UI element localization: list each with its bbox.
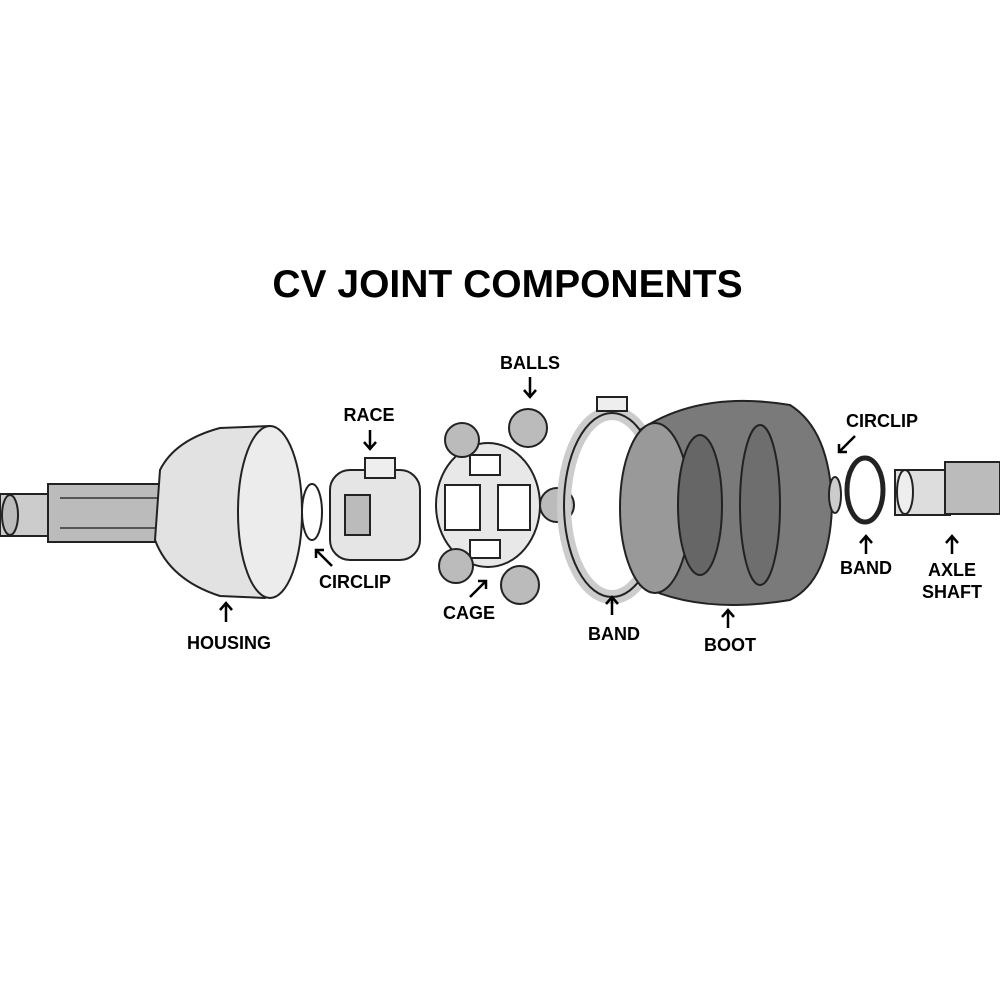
label-axle-shaft: AXLE SHAFT	[922, 559, 982, 603]
boot	[619, 399, 834, 606]
label-circlip-outer: CIRCLIP	[846, 411, 918, 431]
arrow-boot	[721, 608, 735, 628]
balls	[438, 408, 575, 605]
arrow-circlip-inner	[314, 548, 333, 567]
label-axle-shaft-line2: SHAFT	[922, 582, 982, 602]
arrow-axle-shaft	[945, 534, 959, 554]
page-title: CV JOINT COMPONENTS	[272, 263, 743, 306]
arrow-race	[363, 430, 377, 451]
label-axle-shaft-line1: AXLE	[927, 560, 976, 580]
label-boot: BOOT	[704, 635, 756, 655]
arrow-band-small	[859, 534, 873, 554]
label-balls: BALLS	[500, 353, 560, 373]
label-band-small: BAND	[840, 558, 892, 578]
label-race: RACE	[343, 405, 395, 425]
label-band-large: BAND	[588, 624, 640, 644]
race	[329, 457, 421, 561]
circlip-outer	[828, 476, 842, 514]
label-cage: CAGE	[442, 603, 496, 623]
band-small	[844, 455, 886, 525]
arrow-band-large	[605, 595, 619, 615]
arrow-cage	[469, 579, 488, 598]
arrow-circlip-outer	[837, 435, 856, 454]
arrow-housing	[219, 601, 233, 622]
label-arrows	[219, 377, 959, 628]
arrow-balls	[523, 377, 537, 399]
housing-shaft	[0, 483, 169, 543]
axle-shaft	[894, 461, 1000, 516]
label-circlip-inner: CIRCLIP	[319, 572, 391, 592]
label-housing: HOUSING	[186, 633, 272, 653]
circlip-inner	[301, 483, 323, 541]
cage	[435, 442, 541, 568]
